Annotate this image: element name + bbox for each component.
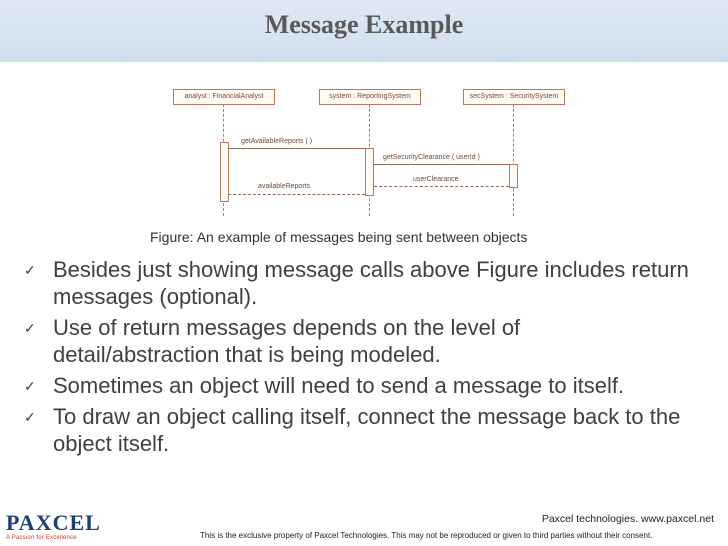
message-label-4: availableReports — [258, 183, 311, 190]
bullet-text: Use of return messages depends on the le… — [53, 315, 521, 367]
diagram-object-secsystem: secSystem : SecuritySystem — [463, 89, 565, 105]
check-icon: ✓ — [24, 262, 36, 278]
sequence-diagram: analyst : FinancialAnalyst system : Repo… — [163, 82, 565, 222]
footer-notice: This is the exclusive property of Paxcel… — [200, 531, 653, 540]
paxcel-logo: PAXCEL A Passion for Excellence — [6, 512, 106, 542]
message-arrow-4 — [228, 194, 365, 195]
bullet-list: ✓ Besides just showing message calls abov… — [0, 256, 690, 461]
bullet-item: ✓ Use of return messages depends on the l… — [0, 314, 690, 368]
bullet-item: ✓ Besides just showing message calls abov… — [0, 256, 690, 310]
activation-secsystem — [509, 164, 518, 188]
slide-title: Message Example — [264, 10, 464, 39]
check-icon: ✓ — [24, 409, 36, 425]
bullet-text: Besides just showing message calls above… — [53, 257, 689, 309]
footer-company: Paxcel technologies. www.paxcel.net — [541, 513, 714, 525]
bullet-item: ✓ To draw an object calling itself, conne… — [0, 403, 690, 457]
bullet-text: To draw an object calling itself, connec… — [53, 404, 681, 456]
lifeline-secsystem — [513, 104, 514, 216]
diagram-object-system: system : ReportingSystem — [319, 89, 421, 105]
bullet-item: ✓ Sometimes an object will need to send a… — [0, 372, 690, 399]
check-icon: ✓ — [24, 320, 36, 336]
activation-system — [365, 148, 374, 196]
logo-text: PAXCEL — [6, 510, 101, 535]
message-arrow-2 — [374, 164, 509, 165]
message-arrow-1 — [228, 148, 365, 149]
message-label-3: userClearance — [413, 176, 459, 183]
title-band — [0, 0, 728, 62]
diagram-object-analyst: analyst : FinancialAnalyst — [173, 89, 275, 105]
activation-analyst — [220, 142, 229, 202]
message-arrow-3 — [374, 186, 509, 187]
message-label-2: getSecurityClearance ( userId ) — [383, 154, 480, 161]
check-icon: ✓ — [24, 378, 36, 394]
bullet-text: Sometimes an object will need to send a … — [53, 373, 625, 398]
figure-caption: Figure: An example of messages being sen… — [150, 229, 528, 245]
message-label-1: getAvailableReports ( ) — [241, 138, 313, 145]
logo-tagline: A Passion for Excellence — [6, 535, 77, 541]
